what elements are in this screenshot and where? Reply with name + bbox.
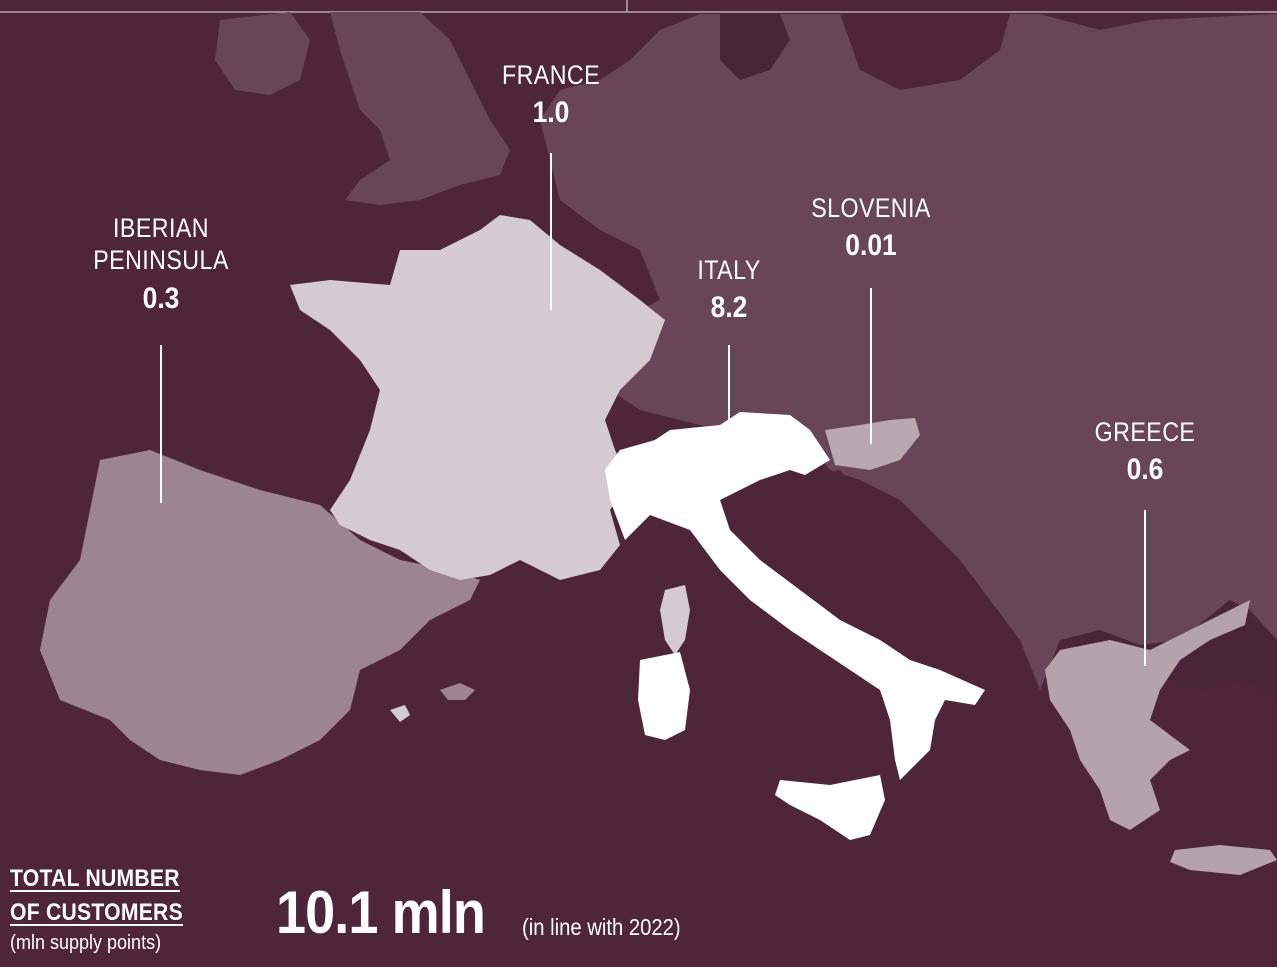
region-value: 8.2 — [710, 291, 748, 325]
region-name: SLOVENIA — [811, 193, 931, 223]
land-greece — [1045, 600, 1250, 830]
land-small-island — [390, 705, 410, 722]
total-title-line2: OF CUSTOMERS — [10, 899, 183, 926]
land-slovenia — [825, 418, 920, 470]
total-title: TOTAL NUMBER OF CUSTOMERS — [10, 862, 183, 930]
region-name: IBERIAN PENINSULA — [93, 213, 229, 276]
label-slovenia: SLOVENIA 0.01 — [801, 192, 940, 264]
leader-line-iberia — [160, 345, 162, 503]
total-unit: (mln supply points) — [10, 932, 162, 954]
land-britain — [330, 12, 510, 205]
leader-line-slovenia — [870, 288, 872, 444]
land-denmark — [720, 14, 790, 80]
land-crete — [1170, 845, 1277, 875]
leader-line-greece — [1144, 510, 1146, 666]
region-name: FRANCE — [501, 60, 601, 90]
region-name: ITALY — [697, 255, 761, 285]
land-italy — [605, 412, 985, 780]
total-value: 10.1 mln — [276, 879, 486, 946]
sea-adriatic — [800, 470, 1000, 690]
total-customers-block: TOTAL NUMBER OF CUSTOMERS (mln supply po… — [10, 862, 207, 955]
land-ireland — [215, 12, 310, 95]
label-italy: ITALY 8.2 — [692, 254, 766, 326]
leader-line-france — [550, 153, 552, 310]
land-sardinia — [638, 652, 690, 740]
land-sicily — [775, 775, 885, 840]
label-france: FRANCE 1.0 — [494, 59, 608, 131]
region-value: 0.6 — [1126, 453, 1164, 487]
region-name: GREECE — [1094, 417, 1196, 447]
land-baltic-sea — [840, 14, 1010, 90]
land-iberian-peninsula — [40, 450, 480, 775]
land-france — [290, 215, 665, 580]
region-value: 0.01 — [845, 229, 897, 263]
total-title-line1: TOTAL NUMBER — [10, 865, 180, 892]
land-corsica — [660, 585, 690, 655]
region-value: 0.3 — [142, 281, 180, 315]
label-iberian-peninsula: IBERIAN PENINSULA 0.3 — [71, 212, 251, 317]
label-greece: GREECE 0.6 — [1086, 416, 1203, 488]
region-value: 1.0 — [532, 96, 570, 130]
land-balearic-islands — [440, 683, 475, 700]
land-continental-europe — [540, 14, 1277, 690]
leader-line-italy — [728, 345, 730, 425]
total-note: (in line with 2022) — [522, 914, 681, 940]
